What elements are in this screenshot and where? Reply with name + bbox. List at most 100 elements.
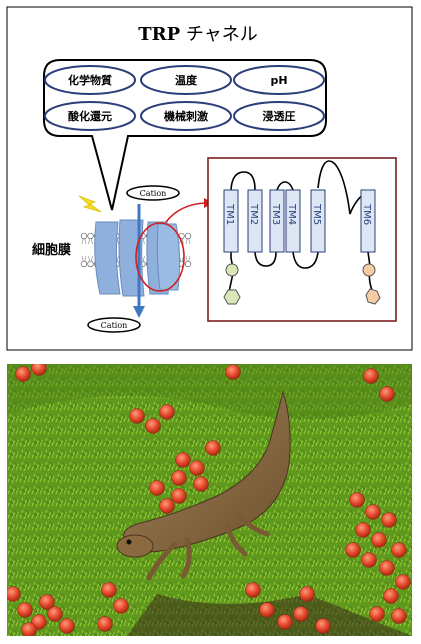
salamander-head [116, 534, 154, 558]
egg [113, 598, 129, 614]
egg [315, 618, 331, 634]
tm-label: TM1 [224, 203, 235, 225]
title-rest-part: チャネル [180, 24, 258, 45]
egg [159, 404, 175, 420]
egg [349, 492, 365, 508]
egg [391, 542, 407, 558]
egg [21, 622, 37, 636]
egg [381, 512, 397, 528]
egg [361, 552, 377, 568]
egg [363, 368, 379, 384]
n-terminus-hexagon [223, 289, 241, 305]
subunit-highlight-circle [135, 222, 185, 292]
egg [259, 602, 275, 618]
egg [171, 470, 187, 486]
channel-subunit [94, 221, 121, 295]
n-terminus-circle [225, 263, 239, 277]
c-terminus-circle [362, 263, 376, 277]
tm-helix [223, 189, 239, 253]
zoom-arrow [165, 202, 207, 223]
egg [159, 498, 175, 514]
tm-label: TM6 [361, 203, 372, 225]
egg [189, 460, 205, 476]
egg [171, 488, 187, 504]
egg [101, 582, 117, 598]
tm-label: TM5 [311, 203, 322, 225]
egg [205, 440, 221, 456]
tm-helix [285, 189, 301, 253]
cation-bottom-ellipse [87, 317, 141, 333]
egg [7, 586, 21, 602]
tm-label: TM3 [270, 203, 281, 225]
egg [379, 560, 395, 576]
stimulus-ellipse [140, 65, 232, 95]
egg [97, 616, 113, 632]
egg [395, 574, 411, 590]
c-terminus-hexagon [365, 288, 381, 305]
lipid-head [87, 260, 94, 268]
egg [293, 606, 309, 622]
tm-helices: TM1 TM2 TM3 TM4 TM5 TM6 [223, 189, 376, 253]
stimulus-ellipse [233, 65, 325, 95]
egg [15, 366, 31, 382]
stimulus-label: pH [270, 74, 287, 87]
egg [145, 418, 161, 434]
stimulus-ellipse [44, 65, 136, 95]
stimulus-label: 酸化還元 [68, 109, 112, 123]
egg-cluster [7, 364, 411, 636]
tm-helix [360, 189, 376, 253]
lipid-head [184, 232, 192, 240]
stimulus-ellipse [233, 101, 325, 131]
salamander [116, 390, 291, 581]
egg [149, 480, 165, 496]
cation-top-label: Cation [140, 189, 167, 198]
trp-channel-protein [94, 219, 181, 297]
tm-label: TM4 [286, 203, 297, 225]
egg [59, 618, 75, 634]
egg [17, 602, 33, 618]
salamander-legs [146, 513, 270, 581]
egg [193, 476, 209, 492]
tm-helix [269, 189, 285, 253]
lipid-head [184, 260, 192, 268]
channel-subunit [156, 223, 181, 291]
egg [175, 452, 191, 468]
membrane-label: 細胞膜 [32, 242, 71, 258]
title-bold-part: TRP [138, 24, 180, 45]
egg [355, 522, 371, 538]
salamander-photo [7, 364, 412, 636]
egg [379, 386, 395, 402]
stimulus-label: 化学物質 [68, 73, 112, 87]
egg [47, 606, 63, 622]
egg [391, 608, 407, 624]
cation-top-ellipse [126, 185, 180, 201]
egg [365, 504, 381, 520]
egg [383, 588, 399, 604]
lipid-head [80, 260, 88, 268]
stimulus-speech-bubble [43, 59, 327, 211]
tm-label: TM2 [248, 203, 259, 225]
egg [245, 582, 261, 598]
egg [299, 586, 315, 602]
lipid-head [87, 232, 94, 240]
ion-flow-arrowhead [133, 306, 145, 318]
tm-helix [310, 189, 326, 253]
salamander-eye [126, 539, 132, 545]
diagram-title: TRP チャネル [138, 24, 257, 45]
tm-helix [247, 189, 263, 253]
stimulus-label: 機械刺激 [164, 109, 208, 123]
stimulus-ellipse [140, 101, 232, 131]
moss-shadow [7, 364, 412, 419]
lightning-icon [78, 195, 102, 213]
egg [369, 606, 385, 622]
egg [39, 594, 55, 610]
egg [345, 542, 361, 558]
egg [31, 364, 47, 376]
egg [225, 364, 241, 380]
stimulus-label: 浸透圧 [263, 109, 296, 123]
stimulus-ellipse [44, 101, 136, 131]
egg [371, 532, 387, 548]
lipid-head [80, 232, 88, 240]
